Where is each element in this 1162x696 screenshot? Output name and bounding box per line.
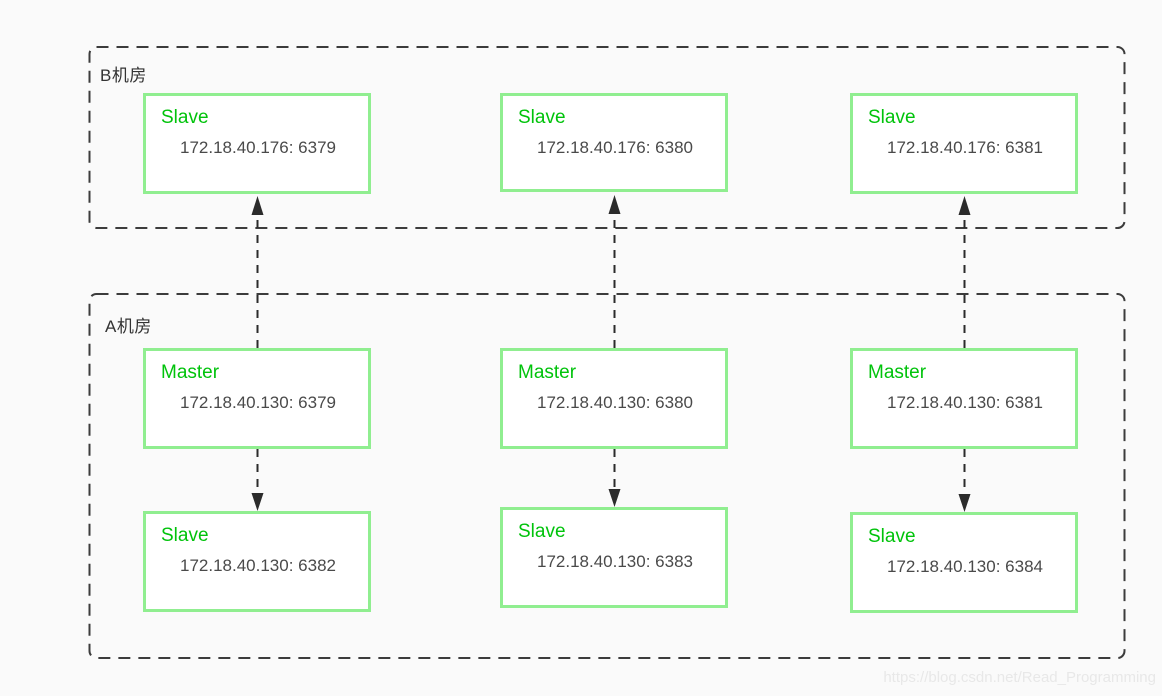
arrow-master2-to-slave-a2 [608,449,621,507]
node-role-label: Slave [518,107,566,128]
node-role-label: Master [518,362,577,383]
node-role-label: Master [868,362,927,383]
node-b-slave-6380: Slave 172.18.40.176: 6380 [500,93,728,192]
node-address-label: 172.18.40.176: 6380 [537,138,693,157]
arrow-master3-to-slave-b3 [958,196,971,348]
zone-a-label: A机房 [105,317,152,336]
node-address-label: 172.18.40.176: 6381 [887,138,1043,157]
node-address-label: 172.18.40.130: 6383 [537,552,693,571]
node-a-master-6381: Master 172.18.40.130: 6381 [850,348,1078,449]
node-a-slave-6382: Slave 172.18.40.130: 6382 [143,511,371,612]
node-address-label: 172.18.40.130: 6381 [887,393,1043,412]
node-role-label: Slave [518,521,566,542]
node-role-label: Master [161,362,220,383]
watermark-text: https://blog.csdn.net/Read_Programming [883,669,1156,686]
node-role-label: Slave [868,526,916,547]
node-a-slave-6384: Slave 172.18.40.130: 6384 [850,512,1078,613]
node-address-label: 172.18.40.130: 6382 [180,556,336,575]
node-address-label: 172.18.40.176: 6379 [180,138,336,157]
node-address-label: 172.18.40.130: 6384 [887,557,1043,576]
node-a-slave-6383: Slave 172.18.40.130: 6383 [500,507,728,608]
node-role-label: Slave [161,525,209,546]
node-role-label: Slave [868,107,916,128]
node-address-label: 172.18.40.130: 6379 [180,393,336,412]
zone-b-label: B机房 [100,66,147,85]
arrow-master2-to-slave-b2 [608,195,621,348]
node-b-slave-6381: Slave 172.18.40.176: 6381 [850,93,1078,194]
node-a-master-6380: Master 172.18.40.130: 6380 [500,348,728,449]
node-role-label: Slave [161,107,209,128]
arrow-master1-to-slave-b1 [251,196,264,348]
arrow-master1-to-slave-a1 [251,449,264,511]
node-b-slave-6379: Slave 172.18.40.176: 6379 [143,93,371,194]
arrow-master3-to-slave-a3 [958,449,971,512]
node-a-master-6379: Master 172.18.40.130: 6379 [143,348,371,449]
node-address-label: 172.18.40.130: 6380 [537,393,693,412]
